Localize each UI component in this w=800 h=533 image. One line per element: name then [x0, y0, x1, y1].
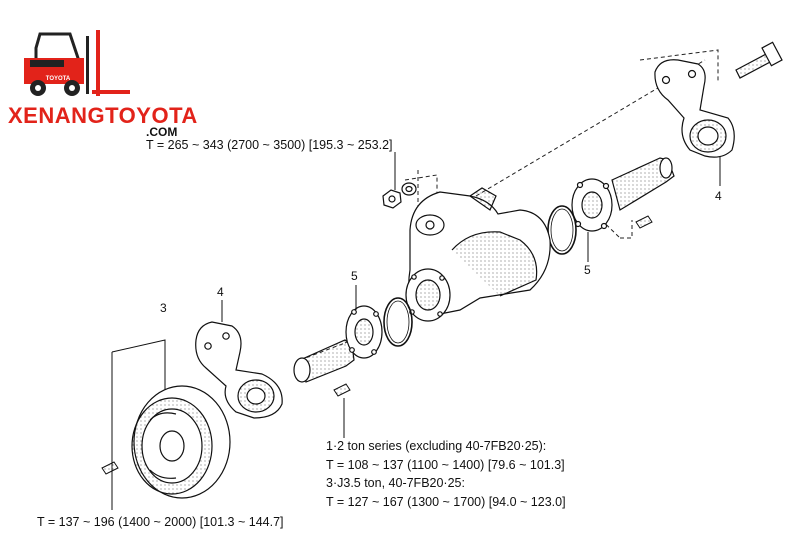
callout-part-4-right: 4: [715, 189, 722, 203]
callout-part-5-right: 5: [584, 263, 591, 277]
upper-bolt-part: [735, 41, 783, 79]
torque-series-line-3: 3·J3.5 ton, 40-7FB20·25:: [326, 476, 465, 490]
torque-top-nut: T = 265 ~ 343 (2700 ~ 3500) [195.3 ~ 253…: [146, 138, 393, 152]
right-bracket-part: [654, 59, 735, 158]
brake-drum-part: [131, 385, 231, 499]
right-o-ring: [547, 205, 577, 255]
brand-domain: .COM: [146, 125, 178, 139]
leader-lines: [111, 152, 721, 510]
logo-badge-text: TOYOTA: [46, 76, 71, 82]
brand-name: XENANGTOYOTA: [8, 103, 198, 128]
left-o-ring: [383, 297, 413, 347]
right-small-bolt: [635, 215, 653, 229]
callout-part-3: 3: [160, 301, 167, 315]
right-spindle-part: [571, 157, 675, 232]
left-bracket-part: [195, 321, 283, 419]
torque-series-line-2: T = 108 ~ 137 (1100 ~ 1400) [79.6 ~ 101.…: [326, 458, 565, 472]
left-spindle-part: [293, 305, 383, 383]
torque-series-line-1: 1·2 ton series (excluding 40-7FB20·25):: [326, 439, 547, 453]
axle-housing-part: [405, 187, 551, 322]
callout-part-5-left: 5: [351, 269, 358, 283]
forklift-logo-icon: TOYOTA: [24, 30, 130, 96]
brake-bolt-part: [101, 461, 119, 475]
torque-series-line-4: T = 127 ~ 167 (1300 ~ 1700) [94.0 ~ 123.…: [326, 495, 566, 509]
left-small-bolt: [333, 383, 351, 397]
top-nut-washer: [382, 182, 417, 209]
callout-part-4-left: 4: [217, 285, 224, 299]
torque-brake-bolt: T = 137 ~ 196 (1400 ~ 2000) [101.3 ~ 144…: [37, 515, 284, 529]
